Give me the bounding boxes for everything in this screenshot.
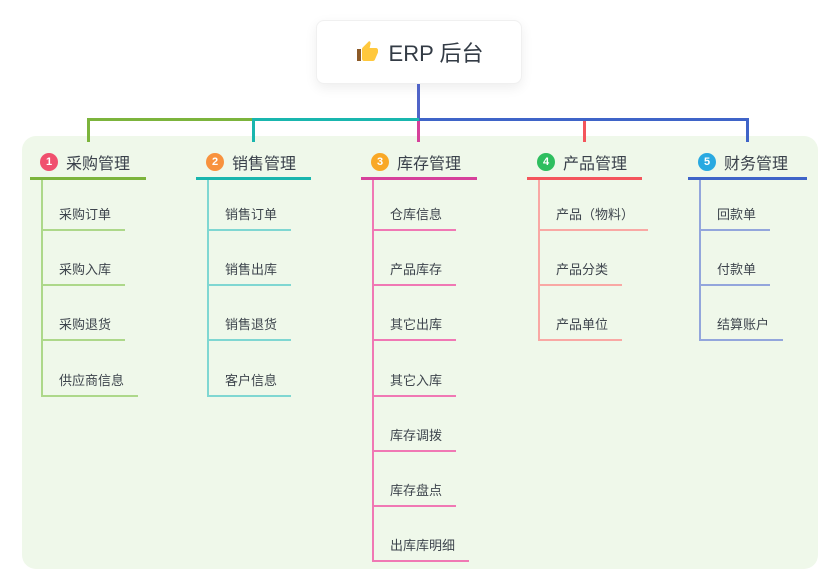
branch-label: 库存管理 xyxy=(397,155,462,173)
branch-5-child-node[interactable]: 付款单 xyxy=(699,263,771,286)
branch-5-child-node[interactable]: 回款单 xyxy=(699,208,771,231)
connector-branch-3-drop xyxy=(417,121,420,142)
branch-4-title[interactable]: 4 产品管理 xyxy=(527,146,642,180)
connector-branch-2-drop xyxy=(252,118,255,142)
branch-number-badge: 2 xyxy=(206,152,224,171)
branch-label: 产品管理 xyxy=(563,155,628,173)
branch-trunk-line xyxy=(372,180,374,562)
branch-3-title[interactable]: 3 库存管理 xyxy=(361,146,477,180)
branch-trunk-line xyxy=(538,180,540,341)
branch-3-child-node[interactable]: 其它入库 xyxy=(372,374,457,397)
connector-branch-2-horizontal xyxy=(252,118,420,121)
branch-number-badge: 4 xyxy=(537,152,555,171)
branch-2-child-node[interactable]: 销售出库 xyxy=(207,263,292,286)
root-label: ERP 后台 xyxy=(388,41,484,66)
branch-3-child-node[interactable]: 仓库信息 xyxy=(372,208,457,231)
branch-2-child-node[interactable]: 销售退货 xyxy=(207,318,292,341)
branch-label: 采购管理 xyxy=(66,155,131,173)
branch-1-child-node[interactable]: 采购订单 xyxy=(41,208,126,231)
branch-trunk-line xyxy=(699,180,701,341)
root-connector-vertical xyxy=(417,84,420,118)
branch-number-badge: 3 xyxy=(371,152,389,171)
thumbs-up-icon xyxy=(356,41,378,61)
connector-branch-1-drop xyxy=(87,118,90,142)
branch-label: 销售管理 xyxy=(232,155,297,173)
branch-5-child-node[interactable]: 结算账户 xyxy=(699,318,784,341)
branch-3-child-node[interactable]: 产品库存 xyxy=(372,263,457,286)
branch-2-child-node[interactable]: 客户信息 xyxy=(207,374,292,397)
branch-4-child-node[interactable]: 产品单位 xyxy=(538,318,623,341)
branch-3-child-node[interactable]: 库存盘点 xyxy=(372,484,457,507)
branch-number-badge: 5 xyxy=(698,152,716,171)
branch-2-child-node[interactable]: 销售订单 xyxy=(207,208,292,231)
branch-1-child-node[interactable]: 采购退货 xyxy=(41,318,126,341)
branch-2-title[interactable]: 2 销售管理 xyxy=(196,146,311,180)
branch-1-child-node[interactable]: 采购入库 xyxy=(41,263,126,286)
branch-4-child-node[interactable]: 产品（物料） xyxy=(538,208,649,231)
branch-3-child-node[interactable]: 库存调拨 xyxy=(372,429,457,452)
root-node[interactable]: ERP 后台 xyxy=(316,20,522,84)
branch-number-badge: 1 xyxy=(40,152,58,171)
connector-branch-5-horizontal xyxy=(419,118,749,121)
branch-3-child-node[interactable]: 其它出库 xyxy=(372,318,457,341)
branch-1-child-node[interactable]: 供应商信息 xyxy=(41,374,139,397)
connector-branch-4-drop xyxy=(583,121,586,142)
branch-3-child-node[interactable]: 出库库明细 xyxy=(372,539,470,562)
branch-1-title[interactable]: 1 采购管理 xyxy=(30,146,146,180)
branch-trunk-line xyxy=(207,180,209,397)
branch-label: 财务管理 xyxy=(724,155,789,173)
branch-trunk-line xyxy=(41,180,43,397)
branches-panel xyxy=(22,136,818,569)
connector-branch-5-drop xyxy=(746,118,749,142)
branch-4-child-node[interactable]: 产品分类 xyxy=(538,263,623,286)
branch-5-title[interactable]: 5 财务管理 xyxy=(688,146,807,180)
